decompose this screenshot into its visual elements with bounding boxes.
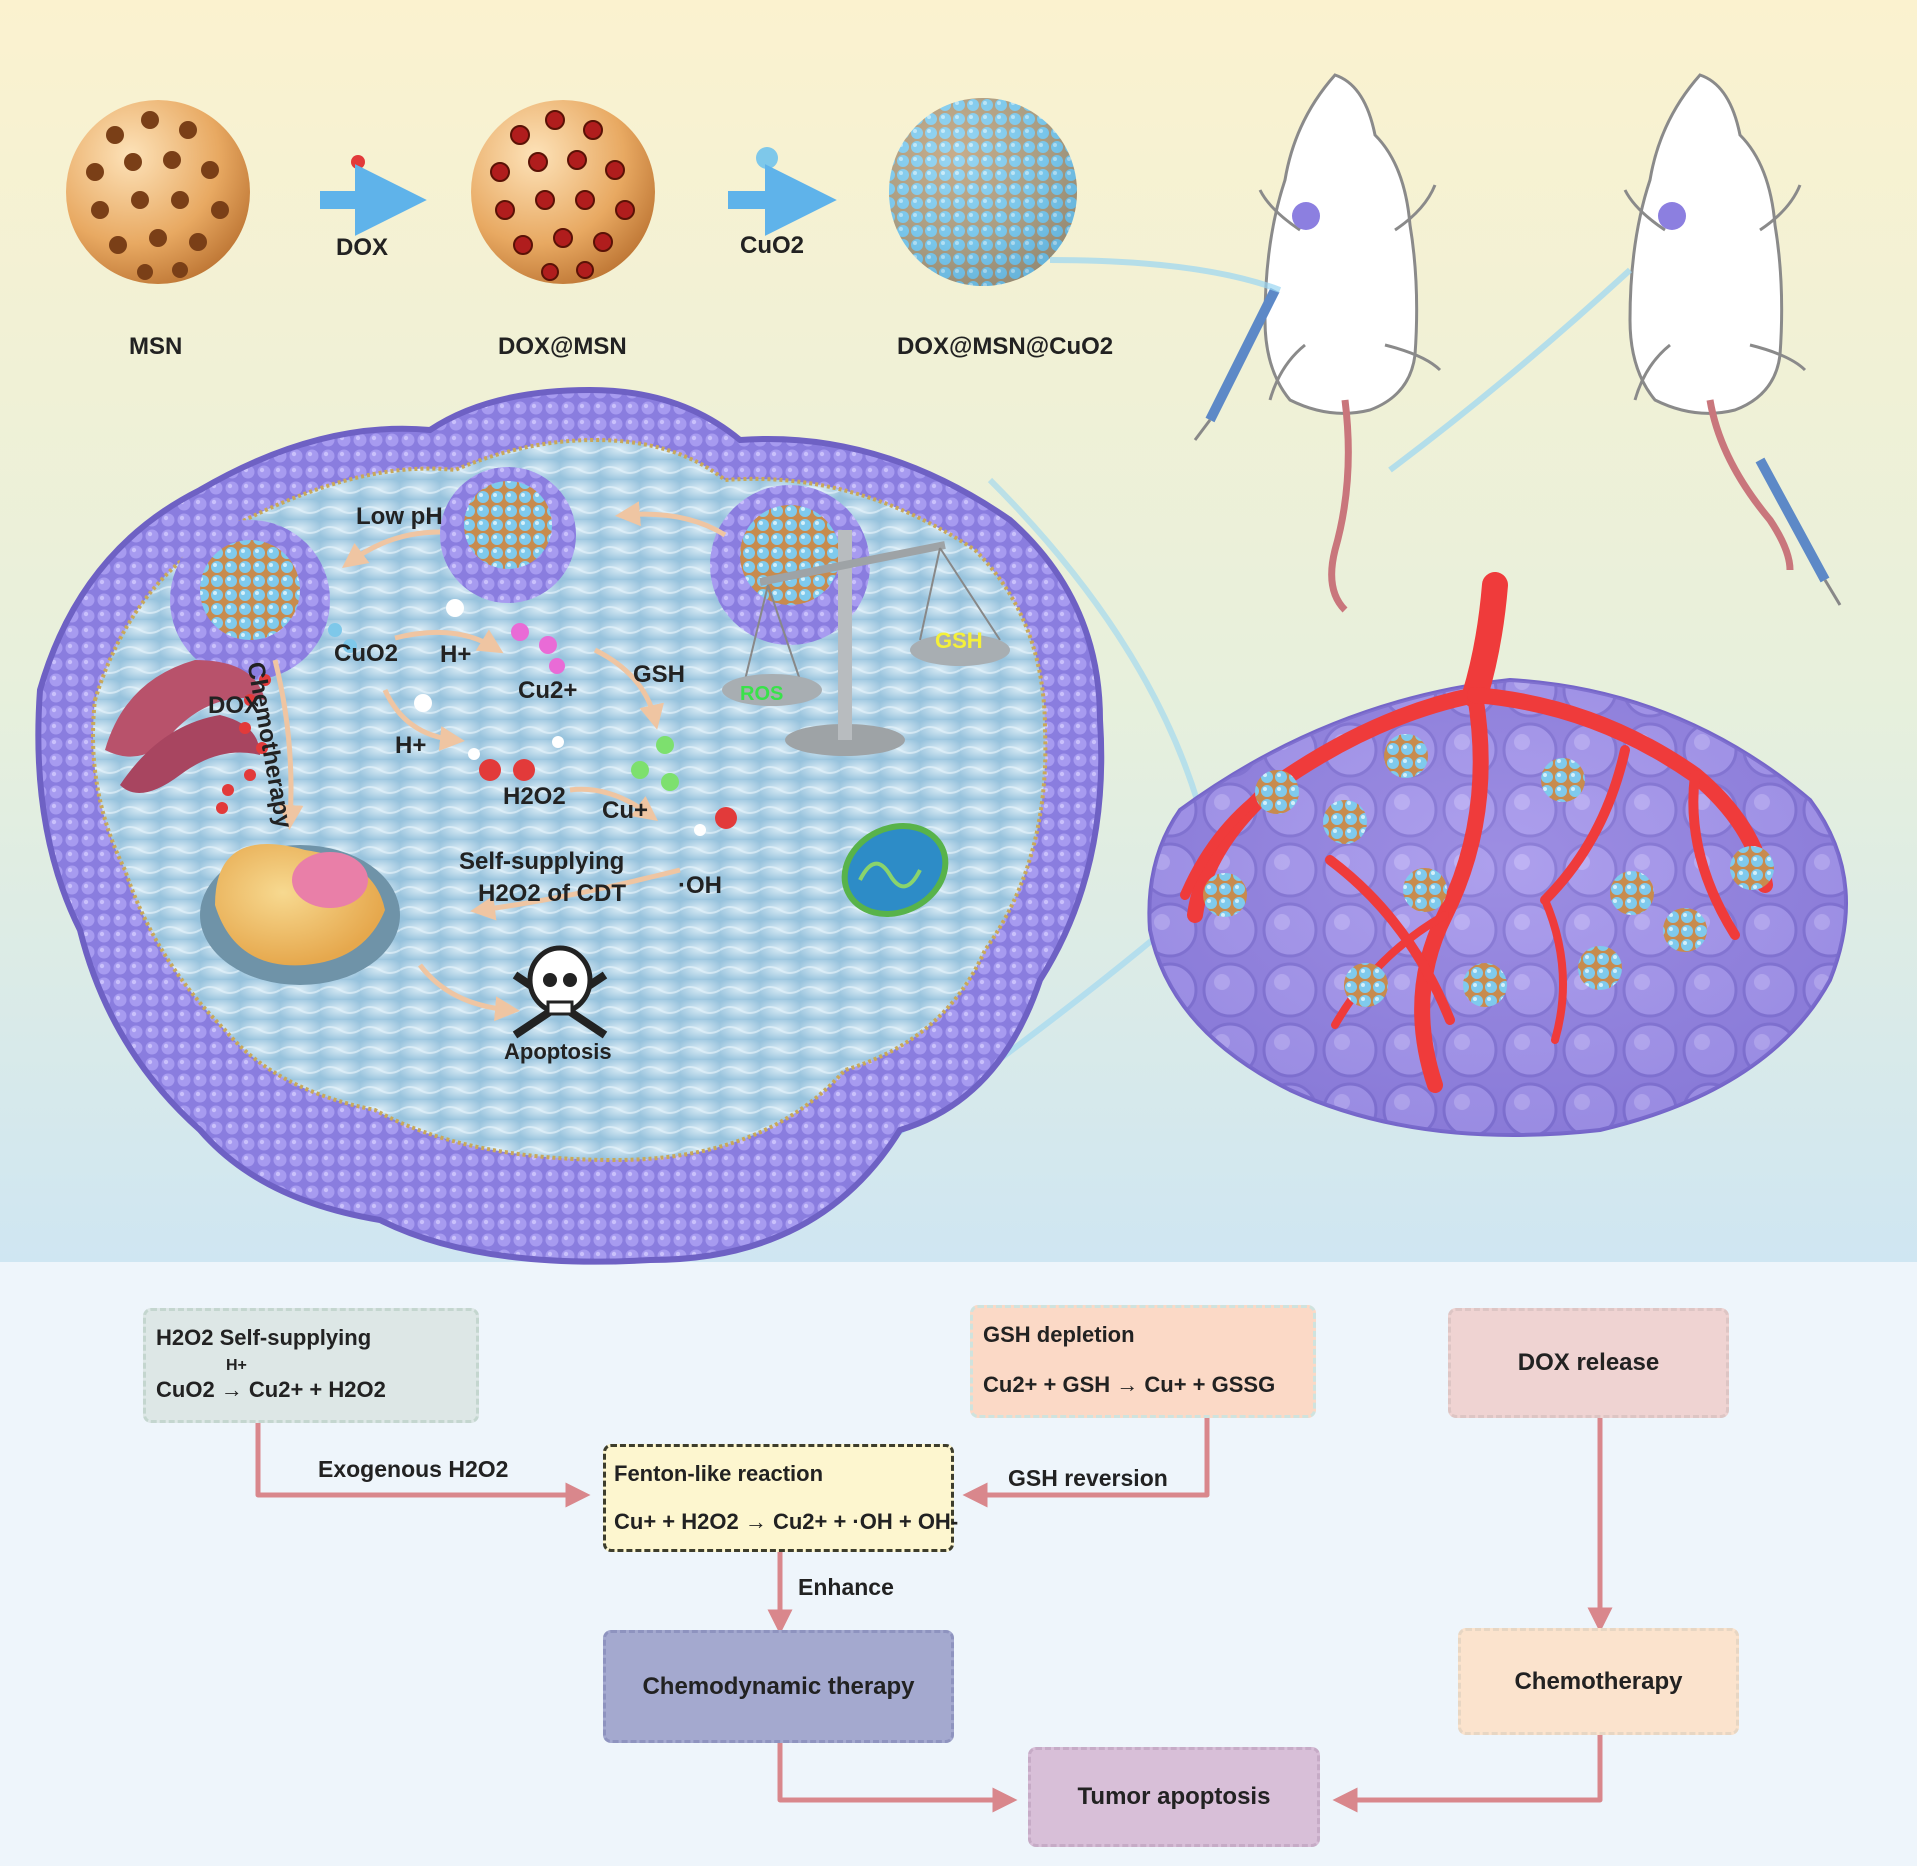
chemotherapy-box: Chemotherapy [1458, 1628, 1739, 1735]
dox-release-box: DOX release [1448, 1308, 1729, 1418]
label-cuo2-step: CuO2 [740, 232, 805, 259]
fenton-reaction-box: Fenton-like reaction Cu+ + H2O2 → Cu2+ +… [603, 1444, 958, 1552]
label-cu-plus: Cu+ [602, 797, 649, 824]
label-dox-step: DOX [336, 234, 389, 261]
tumor-apoptosis-label: Tumor apoptosis [1077, 1783, 1271, 1810]
label-cell-cuo2: CuO2 [334, 640, 399, 667]
label-self-supplying-2: H2O2 of CDT [478, 880, 627, 907]
vesicle-left [170, 520, 330, 680]
gsh-box-equation: Cu2+ + GSH → Cu+ + GSSG [983, 1372, 1276, 1397]
gsh-depletion-box: GSH depletion Cu2+ + GSH → Cu+ + GSSG [970, 1305, 1316, 1418]
mouse-left [1049, 73, 1442, 613]
cell-flow-arrows [272, 501, 727, 1022]
label-h-plus-2: H+ [395, 732, 427, 759]
fenton-box-title: Fenton-like reaction [614, 1461, 824, 1486]
msn-particle [66, 100, 250, 284]
golgi-apparatus [105, 660, 265, 793]
tumor-nanoparticles [1203, 734, 1774, 1007]
h2o2-self-supplying-box: H2O2 Self-supplying H+ CuO2 → Cu2+ + H2O… [143, 1308, 479, 1423]
label-gsh: GSH [633, 661, 686, 688]
skull-icon [512, 945, 608, 1039]
vesicle-top [440, 467, 576, 603]
h2o2-box-equation: CuO2 → Cu2+ + H2O2 [156, 1377, 386, 1402]
chemodynamic-therapy-label: Chemodynamic therapy [642, 1672, 915, 1700]
cuo2-arrow [728, 147, 837, 236]
tumor-tissue [1147, 677, 1848, 1137]
label-h2o2: H2O2 [503, 783, 566, 810]
cell-molecules [216, 599, 737, 836]
label-low-ph: Low pH [356, 503, 443, 530]
label-exogenous-h2o2: Exogenous H2O2 [318, 1456, 509, 1482]
nucleus [200, 844, 400, 985]
label-self-supplying-1: Self-supplying [459, 848, 625, 875]
chemodynamic-therapy-box: Chemodynamic therapy [603, 1630, 954, 1743]
dox-msn-cuo2-particle [889, 98, 1077, 286]
dox-arrow [320, 155, 427, 236]
label-oh-radical: ·OH [678, 872, 722, 899]
gsh-box-title: GSH depletion [983, 1322, 1135, 1347]
label-cu2: Cu2+ [518, 677, 578, 704]
scheme-connectors [255, 1418, 1613, 1813]
ros-gsh-balance [722, 530, 1010, 756]
label-ros: ROS [740, 683, 784, 705]
mouse-right [1388, 73, 1842, 606]
label-cell-dox: DOX [208, 692, 261, 719]
label-h-plus-1: H+ [440, 641, 472, 668]
label-final-nanoparticle: DOX@MSN@CuO2 [897, 333, 1114, 360]
blood-vessels [1180, 572, 1773, 1093]
h2o2-box-title: H2O2 Self-supplying [156, 1325, 372, 1350]
label-dox-msn: DOX@MSN [498, 333, 627, 360]
h2o2-box-catalyst: H+ [226, 1357, 247, 1374]
label-gsh-reversion: GSH reversion [1008, 1465, 1168, 1491]
label-enhance: Enhance [798, 1574, 894, 1600]
label-msn: MSN [129, 333, 183, 360]
mitochondrion [841, 823, 949, 917]
chemotherapy-label: Chemotherapy [1514, 1667, 1683, 1695]
label-balance-gsh: GSH [935, 628, 983, 653]
dox-release-label: DOX release [1517, 1349, 1660, 1376]
dox-msn-particle [471, 100, 655, 284]
fenton-box-equation: Cu+ + H2O2 → Cu2+ + ·OH + OH- [614, 1509, 959, 1534]
tumor-apoptosis-box: Tumor apoptosis [1028, 1747, 1320, 1847]
label-apoptosis: Apoptosis [504, 1039, 612, 1064]
